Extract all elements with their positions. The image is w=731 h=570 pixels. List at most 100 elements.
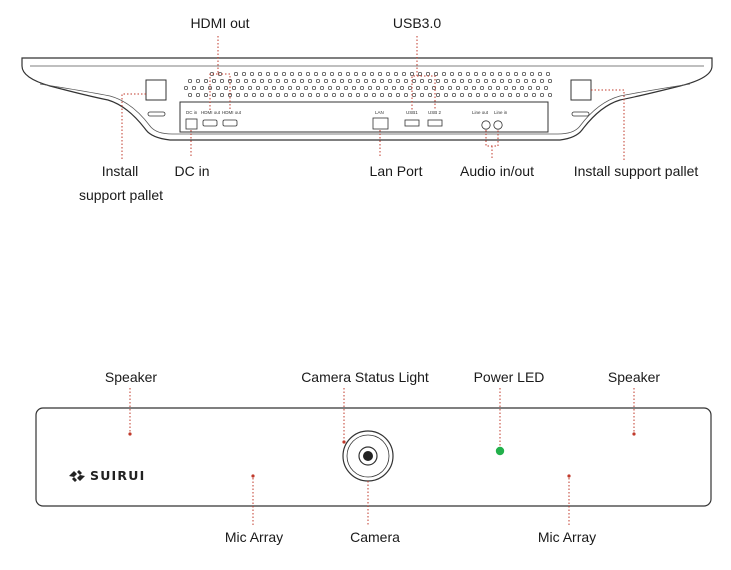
- front-callouts: [129, 388, 635, 526]
- vent-hole: [275, 92, 281, 98]
- vent-hole: [195, 92, 201, 98]
- vent-hole: [363, 92, 369, 98]
- vent-hole: [523, 78, 529, 84]
- vent-hole: [339, 92, 345, 98]
- vent-hole: [183, 85, 189, 91]
- vent-hole: [323, 78, 329, 84]
- vent-hole: [305, 71, 311, 77]
- vent-hole: [497, 71, 503, 77]
- vent-hole: [423, 85, 429, 91]
- vent-hole: [281, 71, 287, 77]
- vent-hole: [319, 85, 325, 91]
- port-label-line-in: Line in: [494, 110, 508, 115]
- hdmi-out-port-2: [222, 119, 238, 127]
- label-dc-in: DC in: [174, 163, 210, 179]
- vent-hole: [447, 85, 453, 91]
- vent-hole: [431, 85, 437, 91]
- vent-hole: [219, 92, 225, 98]
- vent-hole: [345, 71, 351, 77]
- vent-hole: [353, 71, 359, 77]
- vent-hole: [371, 78, 377, 84]
- vent-hole: [251, 92, 257, 98]
- dc-in-port: [185, 118, 198, 130]
- vent-hole: [439, 85, 445, 91]
- vent-hole: [243, 78, 249, 84]
- vent-hole: [375, 85, 381, 91]
- vent-hole: [523, 92, 529, 98]
- vent-hole: [331, 78, 337, 84]
- vent-hole: [451, 92, 457, 98]
- vent-hole: [435, 78, 441, 84]
- vent-holes: [183, 71, 553, 98]
- vent-hole: [313, 71, 319, 77]
- vent-hole: [369, 71, 375, 77]
- vent-hole: [503, 85, 509, 91]
- speaker-right-dot: [632, 432, 636, 436]
- vent-hole: [403, 78, 409, 84]
- vent-hole: [227, 92, 233, 98]
- vent-hole: [321, 71, 327, 77]
- vent-hole: [315, 92, 321, 98]
- rear-housing-inner-edge: [30, 65, 704, 135]
- install-support-pallet-left: [145, 79, 167, 101]
- label-hdmi-out: HDMI out: [190, 15, 250, 31]
- label-mic-array-right: Mic Array: [537, 529, 597, 545]
- vent-hole: [419, 78, 425, 84]
- power-led-dot: [495, 446, 505, 456]
- vent-hole: [409, 71, 415, 77]
- vent-hole: [263, 85, 269, 91]
- label-camera-status-light: Camera Status Light: [301, 369, 429, 385]
- vent-hole: [215, 85, 221, 91]
- vent-hole: [367, 85, 373, 91]
- vent-hole: [403, 92, 409, 98]
- vent-hole: [347, 92, 353, 98]
- vent-hole: [275, 78, 281, 84]
- vent-hole: [457, 71, 463, 77]
- port-panel: [179, 101, 549, 133]
- vent-hole: [387, 92, 393, 98]
- vent-hole: [327, 85, 333, 91]
- vent-hole: [495, 85, 501, 91]
- vent-hole: [255, 85, 261, 91]
- speaker-left-dot: [128, 432, 132, 436]
- label-install-line2: support pallet: [78, 187, 164, 203]
- vent-hole: [219, 78, 225, 84]
- vent-hole: [241, 71, 247, 77]
- label-camera: Camera: [350, 529, 400, 545]
- vent-hole: [531, 92, 537, 98]
- vent-hole: [441, 71, 447, 77]
- vent-hole: [291, 78, 297, 84]
- vent-hole: [515, 78, 521, 84]
- vent-hole: [289, 71, 295, 77]
- rear-view: DC in HDMI out HDMI out LAN USB1 USB 2 L…: [21, 57, 713, 141]
- vent-hole: [207, 85, 213, 91]
- vent-hole: [379, 92, 385, 98]
- vent-hole: [507, 78, 513, 84]
- vent-hole: [351, 85, 357, 91]
- vent-hole: [251, 78, 257, 84]
- vent-hole: [287, 85, 293, 91]
- vent-hole: [451, 78, 457, 84]
- vent-hole: [295, 85, 301, 91]
- vent-hole: [395, 92, 401, 98]
- pallet-slot-right: [571, 111, 590, 117]
- vent-hole: [303, 85, 309, 91]
- vent-hole: [505, 71, 511, 77]
- port-label-dc-in: DC in: [186, 110, 198, 115]
- vent-hole: [279, 85, 285, 91]
- vent-hole: [283, 92, 289, 98]
- vent-hole: [499, 78, 505, 84]
- vent-hole: [491, 92, 497, 98]
- vent-hole: [299, 92, 305, 98]
- vent-hole: [267, 78, 273, 84]
- vent-hole: [187, 92, 193, 98]
- camera-status-light-dot: [342, 440, 346, 444]
- label-lan-port: Lan Port: [369, 163, 423, 179]
- vent-hole: [363, 78, 369, 84]
- vent-hole: [547, 78, 553, 84]
- vent-hole: [535, 85, 541, 91]
- vent-hole: [463, 85, 469, 91]
- vent-hole: [337, 71, 343, 77]
